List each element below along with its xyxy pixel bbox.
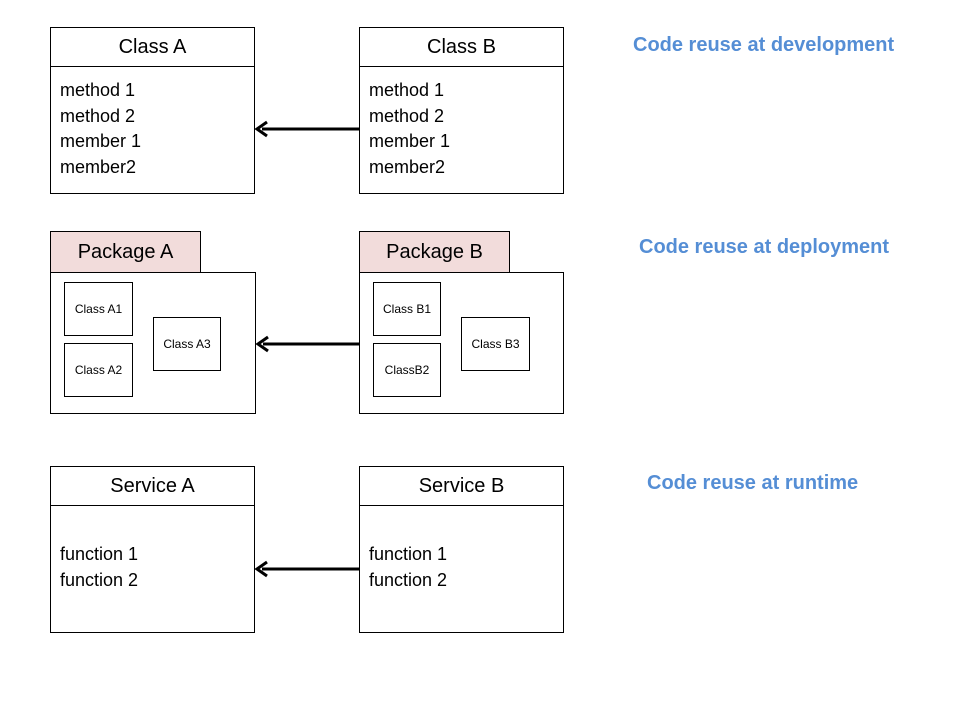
class-b-title: Class B [360,28,563,67]
service-b-box: Service B function 1 function 2 [359,466,564,633]
service-a-functions: function 1 function 2 [60,541,138,593]
class-a-box: Class A method 1 method 2 member 1 membe… [50,27,255,194]
caption-deployment: Code reuse at deployment [639,236,890,258]
class-b2-box: ClassB2 [373,343,441,397]
class-b-members: method 1 method 2 member 1 member2 [369,78,450,180]
service-a-line: function 2 [60,570,139,590]
class-b-line: member2 [369,156,446,177]
class-b1-box: Class B1 [373,282,441,336]
package-a-box: Class A1 Class A2 Class A3 [50,272,256,414]
arrow-package-b-to-a [255,335,359,353]
class-a3-box: Class A3 [153,317,221,371]
class-b-line: method 2 [369,105,445,126]
class-a-members: method 1 method 2 member 1 member2 [60,78,141,180]
class-b-line: member 1 [369,131,451,151]
class-b-line: method 1 [369,80,445,100]
service-a-title: Service A [51,467,254,506]
service-b-line: function 1 [369,544,448,564]
class-a-title: Class A [51,28,254,67]
service-a-box: Service A function 1 function 2 [50,466,255,633]
class-a-line: member 1 [60,131,142,151]
service-a-line: function 1 [60,544,139,564]
class-b3-box: Class B3 [461,317,530,371]
class-a-line: method 2 [60,105,136,126]
service-b-line: function 2 [369,570,448,590]
class-a-line: method 1 [60,80,136,100]
package-a-tab: Package A [50,231,201,273]
caption-runtime: Code reuse at runtime [647,472,859,494]
package-b-tab: Package B [359,231,510,273]
class-a2-box: Class A2 [64,343,133,397]
service-b-functions: function 1 function 2 [369,541,447,593]
package-b-box: Class B1 ClassB2 Class B3 [359,272,564,414]
arrow-class-b-to-a [254,120,359,138]
class-a-line: member2 [60,156,137,177]
arrow-service-b-to-a [254,560,359,578]
caption-development: Code reuse at development [633,34,895,56]
class-a1-box: Class A1 [64,282,133,336]
class-b-box: Class B method 1 method 2 member 1 membe… [359,27,564,194]
service-b-title: Service B [360,467,563,506]
